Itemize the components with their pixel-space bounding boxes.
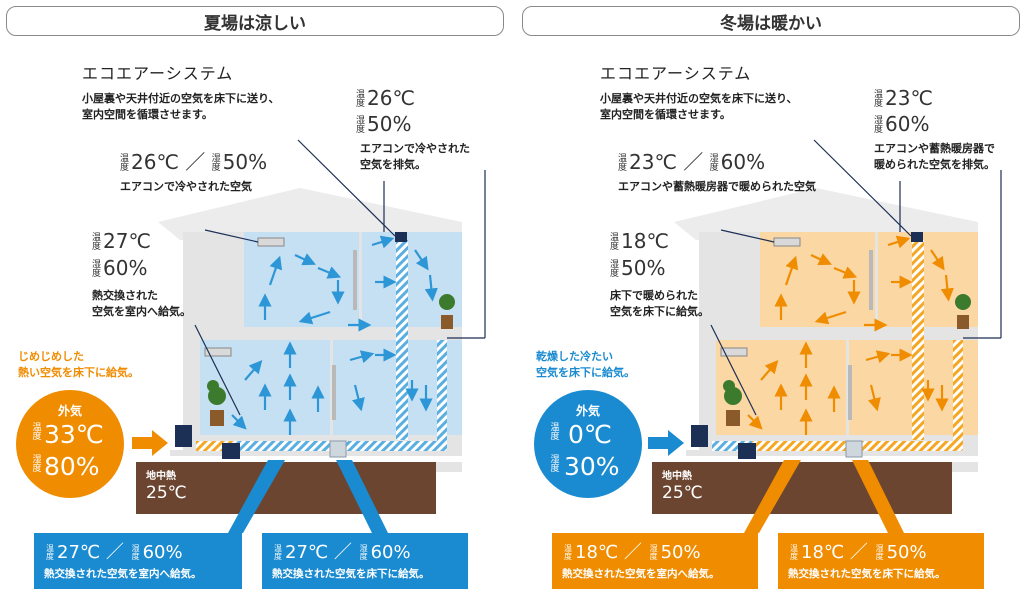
plant-right	[439, 294, 455, 329]
mid-note-2: 空気を室内へ給気。	[92, 305, 191, 318]
outside-air-circle: 外気 温度 33℃ 湿度 80%	[16, 390, 124, 498]
winter-house-diagram	[648, 139, 1002, 533]
system-title: エコエアーシステム	[82, 64, 234, 83]
ground	[136, 462, 436, 514]
leader-lines	[710, 139, 1002, 416]
mid-temp: 温度27℃	[92, 229, 151, 253]
geothermal-label: 地中熱	[662, 471, 692, 482]
outdoor-unit	[175, 425, 192, 447]
summer-house-diagram	[132, 139, 486, 533]
attic-humid: 湿度50%	[356, 112, 412, 136]
upper-note: エアコンで冷やされた空気	[120, 180, 252, 193]
system-desc-2: 室内空間を循環させます。	[82, 108, 213, 121]
system-desc-1: 小屋裏や天井付近の空気を床下に送り、	[82, 92, 280, 105]
intake-arrow	[132, 430, 168, 456]
air-conditioner-lower	[720, 347, 748, 357]
plant-right	[955, 294, 971, 329]
geothermal-temp: 25℃	[146, 483, 187, 503]
attic-note-1: エアコンで冷やされた	[360, 142, 470, 155]
system-desc-2: 室内空間を循環させます。	[600, 108, 731, 121]
mid-humid: 湿度60%	[92, 256, 148, 280]
summer-panel: 夏場は涼しい エコエアーシステム 小屋裏や天井付近の空気を床下に送り、 室内空間…	[6, 6, 504, 589]
ground	[652, 462, 952, 514]
air-conditioner-upper	[257, 237, 285, 247]
upper-reading: 温度23℃ ／ 湿度60%	[618, 150, 766, 174]
air-conditioner-upper	[773, 237, 801, 247]
summer-title: 夏場は涼しい	[6, 6, 504, 36]
mid-note-1: 熱交換された	[92, 289, 158, 302]
leader-lines	[194, 139, 486, 416]
heat-exchanger	[845, 440, 863, 458]
underfloor-duct	[712, 441, 962, 451]
floor-vent	[222, 443, 240, 459]
intake-arrow	[648, 430, 684, 456]
mid-note-2: 空気を床下に給気。	[610, 305, 709, 318]
mid-note-1: 床下で暖められた	[610, 289, 698, 302]
vertical-duct	[912, 240, 924, 440]
system-title: エコエアーシステム	[600, 64, 752, 83]
floor-vent	[738, 443, 756, 459]
attic-temp: 温度26℃	[356, 86, 415, 110]
plant-left	[207, 380, 226, 426]
geothermal-temp: 25℃	[662, 483, 703, 503]
winter-title: 冬場は暖かい	[522, 6, 1020, 36]
mid-temp: 温度18℃	[610, 229, 669, 253]
underfloor-duct	[196, 441, 446, 451]
outside-note-1: じめじめした	[18, 350, 84, 363]
upper-room	[760, 232, 875, 327]
outdoor-unit	[691, 425, 708, 447]
attic-note-1: エアコンや蓄熱暖房器で	[874, 142, 995, 155]
plant-left	[723, 380, 742, 426]
winter-panel: 冬場は暖かい エコエアーシステム 小屋裏や天井付近の空気を床下に送り、 室内空間…	[512, 0, 1024, 597]
attic-note-2: 暖められた空気を排気。	[874, 158, 995, 171]
upper-room	[244, 232, 359, 327]
outside-note-1: 乾燥した冷たい	[536, 350, 613, 363]
upper-reading: 温度26℃ ／ 湿度50%	[120, 150, 268, 174]
upper-note: エアコンや蓄熱暖房器で暖められた空気	[618, 180, 816, 193]
attic-note-2: 空気を排気。	[360, 158, 426, 171]
outside-note-2: 空気を床下に給気。	[536, 366, 635, 379]
outside-note-2: 熱い空気を床下に給気。	[18, 366, 139, 379]
geothermal-label: 地中熱	[146, 471, 176, 482]
attic-humid: 湿度60%	[874, 112, 930, 136]
mid-humid: 湿度50%	[610, 256, 666, 280]
outside-air-circle: 外気 温度 0℃ 湿度 30%	[534, 390, 642, 498]
air-conditioner-lower	[204, 347, 232, 357]
attic-temp: 温度23℃	[874, 86, 933, 110]
heat-exchanger	[329, 440, 347, 458]
system-desc-1: 小屋裏や天井付近の空気を床下に送り、	[600, 92, 798, 105]
vertical-duct	[396, 240, 408, 440]
